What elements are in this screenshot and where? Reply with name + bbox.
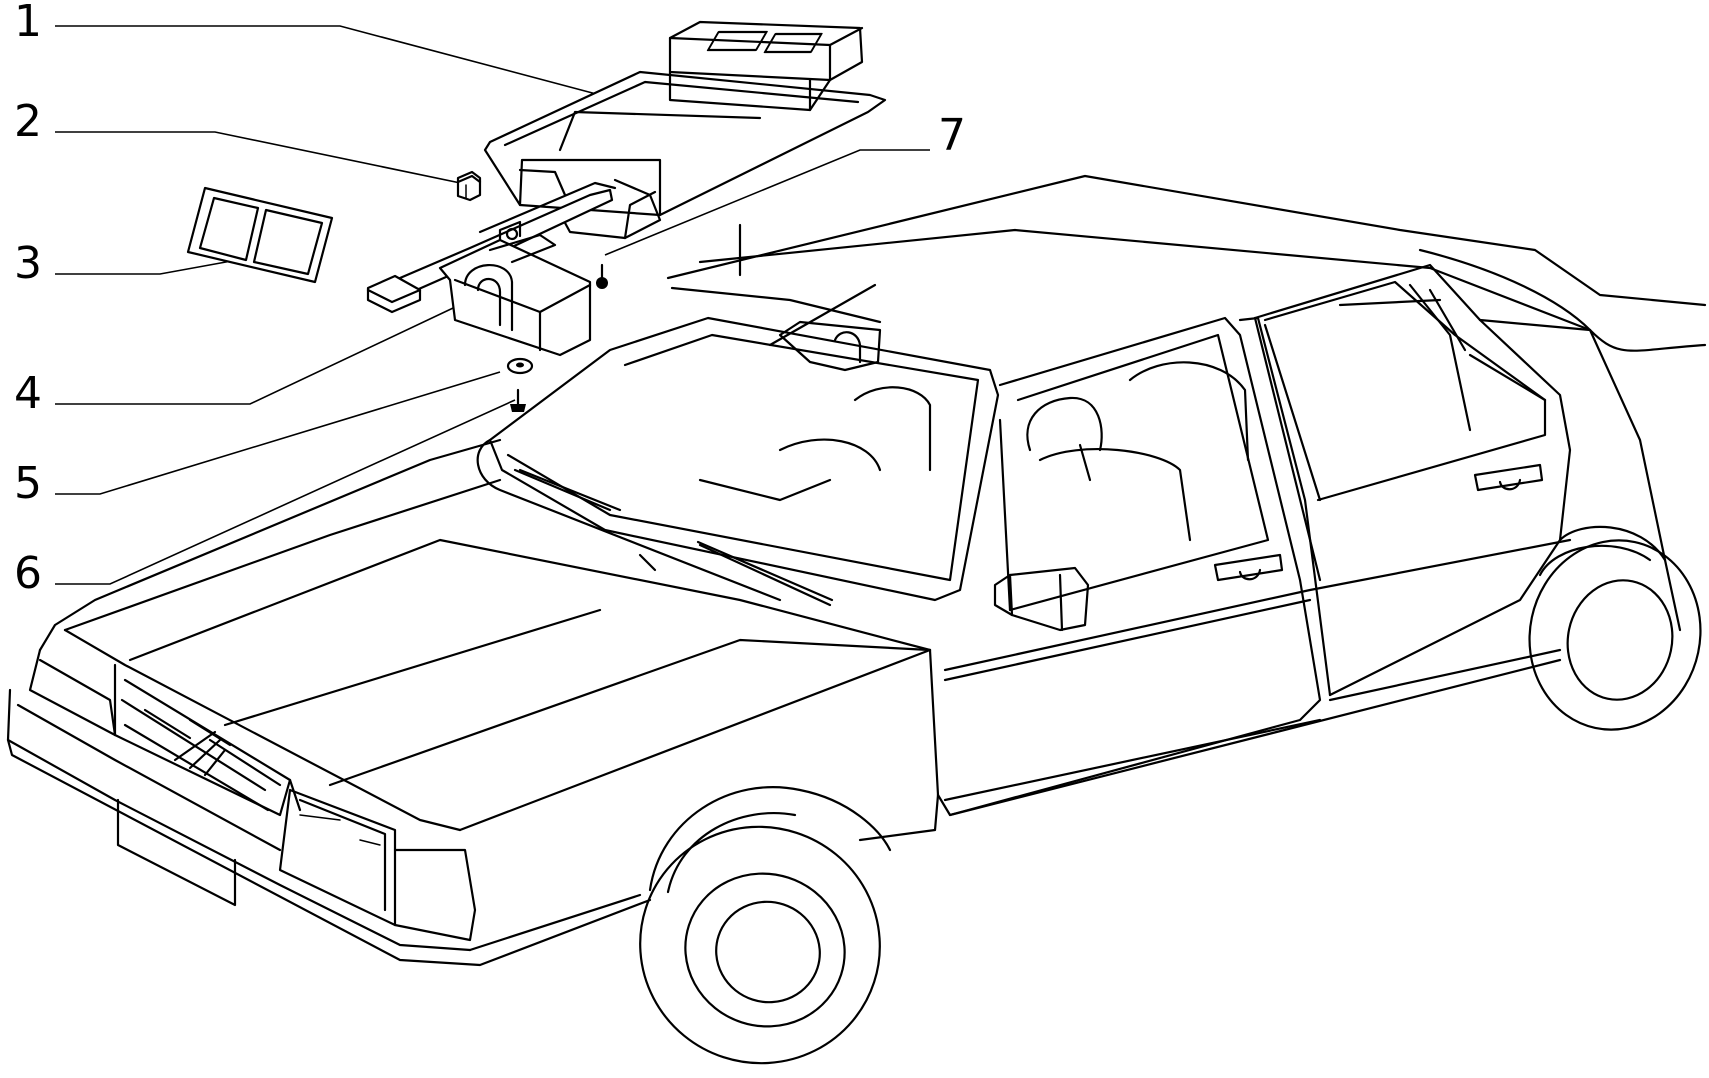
callout-3: 3 [14,238,42,289]
part-3-lens-frame-icon [186,186,334,284]
part-6-screw-icon [510,388,526,412]
callout-2: 2 [14,96,42,147]
leader-1 [55,25,601,96]
part-4-bracket-icon [366,181,617,357]
leader-5 [55,371,501,495]
car-illustration [6,174,1707,1065]
leader-6 [55,399,516,585]
leader-4 [55,299,471,405]
callout-5: 5 [14,458,42,509]
leader-2 [55,131,471,186]
callout-4: 4 [14,368,42,419]
leader-7 [604,149,930,256]
leader-lines [55,25,930,585]
callout-7: 7 [938,110,966,161]
part-7-screw-icon [596,263,608,289]
part-1-console-housing-icon [483,20,887,240]
callout-6: 6 [14,548,42,599]
part-5-nut-icon [506,357,534,375]
leader-3 [55,257,249,275]
part-2-clip-icon [456,170,482,202]
callout-1: 1 [14,0,42,47]
